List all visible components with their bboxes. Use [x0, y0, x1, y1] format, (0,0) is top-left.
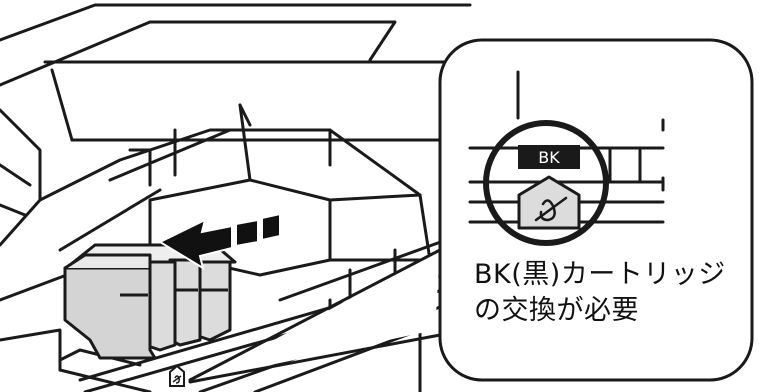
- ink-drop-crossed-icon: [517, 175, 581, 230]
- zoom-callout: [188, 38, 754, 384]
- dashed-left-arrow-icon: [157, 212, 281, 271]
- magnifier-ring: [483, 120, 609, 246]
- callout-caption-line-1: BK(黒)カートリッジ: [474, 259, 726, 290]
- callout-caption-line-2: の交換が必要: [474, 295, 639, 326]
- holder-marker-icon: [169, 364, 185, 387]
- bk-slot-label: BK: [518, 145, 580, 169]
- ink-cartridge-bk: [63, 266, 157, 360]
- bk-label-text: BK: [538, 148, 560, 167]
